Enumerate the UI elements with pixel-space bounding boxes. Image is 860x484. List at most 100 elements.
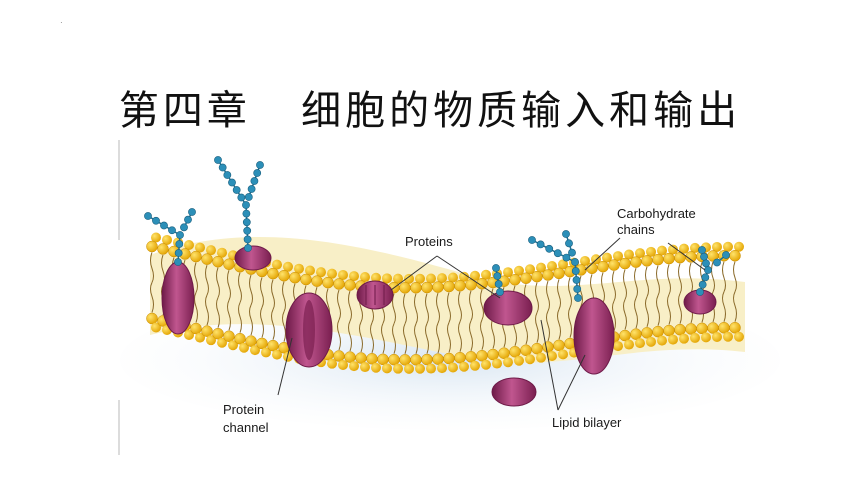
lipid-head — [641, 327, 653, 339]
lipid-tail — [634, 267, 638, 299]
lipid-head — [437, 273, 447, 284]
lipid-head — [327, 268, 337, 279]
lipid-head — [498, 347, 510, 359]
carb-bead — [574, 294, 582, 302]
lipid-tail — [458, 291, 462, 322]
lipid-head — [542, 341, 554, 353]
lipid-tail — [249, 274, 253, 306]
lipid-tail — [249, 304, 253, 336]
lipid-head — [382, 363, 392, 374]
carb-bead — [168, 226, 176, 235]
carb-bead — [174, 249, 183, 257]
lipid-tail — [678, 263, 682, 294]
lipid-head — [206, 335, 216, 346]
carb-bead — [253, 169, 262, 177]
carbohydrate-label-line2: chains — [617, 222, 655, 237]
lipid-tail — [150, 282, 154, 313]
lipid-head — [349, 271, 359, 282]
lipid-tail — [238, 302, 242, 333]
lipid-head — [520, 272, 532, 285]
lipid-head — [437, 363, 447, 374]
lipid-head — [712, 331, 722, 342]
lipid-head — [212, 255, 224, 268]
lipid-tail — [271, 309, 275, 340]
peripheral-protein — [234, 245, 272, 271]
lipid-tail — [348, 320, 352, 352]
lipid-head — [404, 273, 414, 284]
lipid-tail — [667, 294, 671, 325]
lipid-head — [146, 312, 158, 325]
lipid-tail — [436, 322, 440, 354]
lipid-head — [250, 345, 260, 356]
lipid-head — [305, 265, 315, 276]
lipid-head — [415, 363, 425, 374]
lipid-head — [190, 250, 202, 263]
lipid-tail — [227, 300, 231, 331]
lipid-head — [360, 362, 370, 373]
lipid-head — [223, 258, 235, 270]
protein-channel-pointer — [277, 337, 293, 396]
lipid-head — [454, 279, 466, 292]
carb-bead — [528, 236, 536, 244]
proteins-pointer-right — [436, 255, 501, 299]
carb-bead — [722, 251, 730, 259]
lipid-head — [349, 361, 359, 372]
lipid-tail — [403, 323, 407, 354]
lipid-tail — [194, 262, 198, 293]
lipid-head — [217, 337, 227, 348]
carb-bead — [242, 218, 251, 227]
carb-bead — [713, 258, 721, 267]
lipid-tail — [546, 310, 550, 342]
carb-bead — [494, 280, 503, 288]
carb-bead — [243, 235, 252, 244]
carb-bead — [223, 171, 232, 179]
lipid-head — [734, 241, 744, 252]
lipid-head — [399, 354, 411, 366]
lipid-tail — [722, 261, 726, 292]
lipid-tail — [425, 323, 429, 354]
lipid-head — [509, 346, 521, 358]
lipid-head — [223, 330, 235, 342]
carb-bead — [492, 264, 500, 272]
lipid-head — [377, 353, 389, 366]
lipid-bilayer-pointer-left — [540, 319, 559, 411]
lipid-head — [531, 342, 543, 355]
carbohydrate-branch — [713, 251, 730, 267]
lipid-tail — [194, 292, 198, 323]
lipid-head — [536, 262, 546, 273]
proteins-label: Proteins — [405, 234, 453, 249]
lipid-tail — [271, 279, 275, 310]
carb-bead — [250, 177, 259, 185]
lipid-head — [410, 282, 422, 294]
lipid-tail — [634, 297, 638, 329]
lipid-tail — [623, 299, 627, 330]
lipid-head — [360, 272, 370, 283]
carb-bead — [571, 267, 580, 275]
carb-bead — [553, 249, 562, 258]
carb-bead — [184, 215, 192, 224]
carb-bead — [228, 178, 236, 187]
lipid-head — [272, 349, 282, 360]
corner-dot: · — [60, 18, 63, 27]
carb-bead — [536, 240, 545, 249]
lipid-head — [520, 344, 532, 357]
lipid-head — [503, 267, 513, 278]
lipid-tail — [689, 262, 693, 294]
lipid-head — [283, 261, 293, 272]
lipid-tail — [601, 272, 605, 303]
lipid-tail — [216, 297, 220, 328]
lipid-head — [195, 332, 205, 343]
lipid-head — [399, 282, 411, 294]
carbohydrate-chain — [214, 156, 252, 252]
lipid-head — [690, 332, 700, 343]
lipid-head — [289, 271, 301, 284]
carb-bead — [562, 230, 570, 238]
lipid-head — [184, 240, 194, 251]
carb-bead — [568, 248, 576, 257]
lipid-head — [382, 273, 392, 284]
carb-bead — [214, 156, 222, 164]
lipid-head — [294, 263, 304, 274]
carb-bead — [700, 252, 708, 261]
transmembrane-protein — [161, 261, 195, 335]
lipid-tail — [557, 309, 561, 340]
